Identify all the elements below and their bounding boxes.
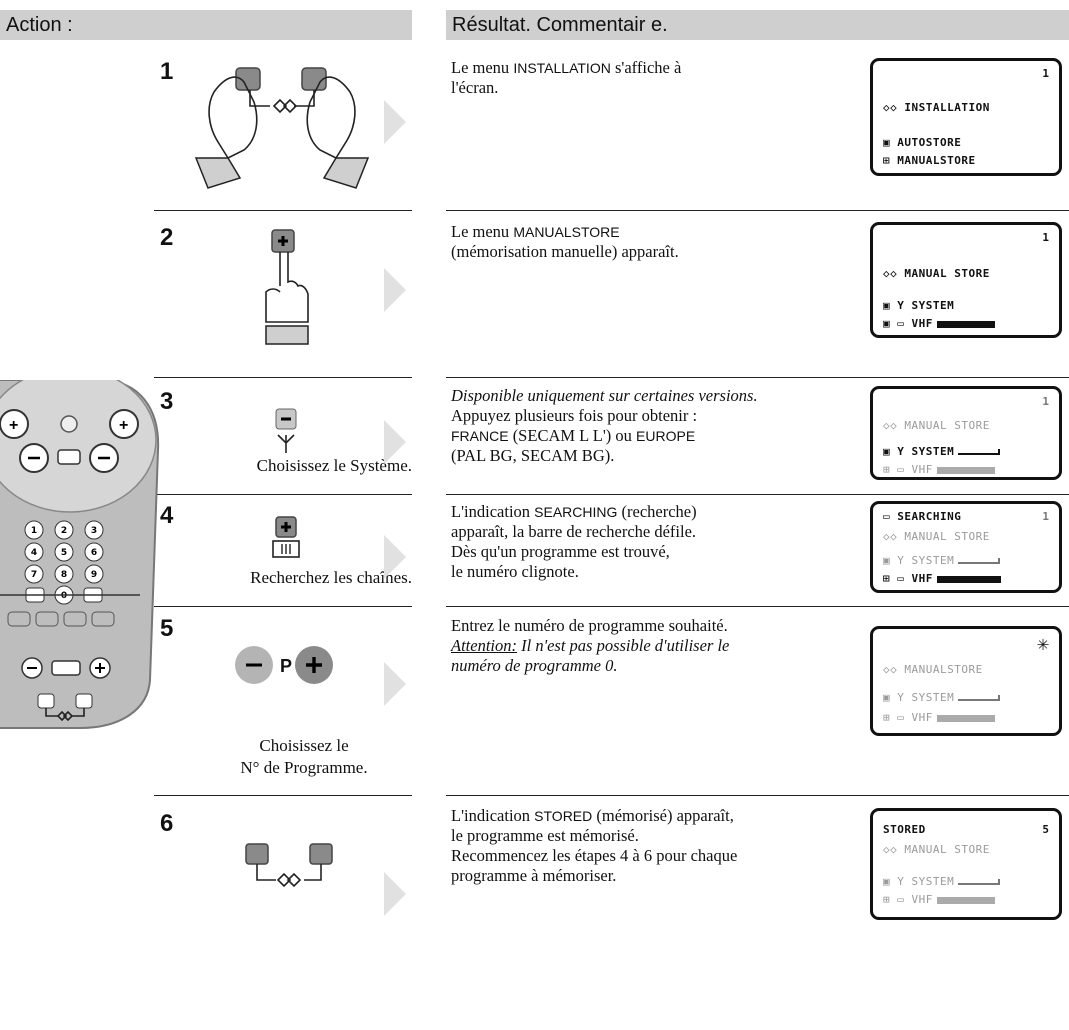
svg-text:+: +: [119, 417, 128, 434]
row-divider: [154, 210, 412, 211]
step-caption: Choisissez le N° de Programme.: [240, 736, 368, 777]
svg-text:4: 4: [31, 548, 37, 558]
arrow-right-icon: [384, 662, 406, 706]
level-bar: [936, 320, 995, 328]
svg-text:5: 5: [61, 548, 67, 558]
step-number: 2: [160, 224, 174, 251]
tv-screen: ▭ SEARCHING 1 ◇◇ MANUAL STORE ▣ Y SYSTEM…: [870, 501, 1062, 593]
text-line: numéro de programme 0.: [451, 656, 618, 675]
svg-text:6: 6: [91, 548, 97, 558]
arrow-right-icon: [384, 535, 406, 579]
row-divider: [154, 494, 412, 495]
svg-text:8: 8: [61, 570, 67, 580]
step-number: 6: [160, 810, 174, 837]
step-number: 1: [160, 58, 174, 85]
svg-text:0: 0: [61, 591, 67, 601]
row-divider: [446, 377, 1069, 378]
tv-screen: 1 ◇◇ MANUAL STORE ▣ Y SYSTEM ▣ ▭ VHF: [870, 222, 1062, 338]
store-keys-icon: [245, 843, 333, 888]
arrow-right-icon: [384, 100, 406, 144]
step-number: 5: [160, 615, 174, 642]
row-divider: [446, 606, 1069, 607]
text-line: Entrez le numéro de programme souhaité.: [451, 616, 728, 635]
text-line: Le menu MANUALSTORE: [451, 222, 620, 241]
step-number: 4: [160, 502, 174, 529]
text-line: (PAL BG, SECAM BG).: [451, 446, 615, 465]
result-column-header: Résultat. Commentair e.: [446, 10, 1069, 40]
step-text: Disponible uniquement sur certaines vers…: [451, 386, 846, 466]
search-progress-bar: [936, 575, 1001, 583]
step-caption: Recherchez les chaînes.: [250, 568, 412, 587]
remote-control-illustration: + + 1 2 3 4 5 6 7 8 9 0: [0, 380, 160, 729]
text-line: Attention: Il n'est pas possible d'utili…: [451, 636, 730, 655]
svg-text:9: 9: [91, 570, 97, 580]
text-line: programme à mémoriser.: [451, 866, 617, 885]
row-divider: [446, 210, 1069, 211]
text-line: L'indication SEARCHING (recherche): [451, 502, 697, 521]
step-caption: Choisissez le Système.: [256, 456, 412, 475]
text-line: Appuyez plusieurs fois pour obtenir :: [451, 406, 698, 425]
row-divider: [154, 795, 412, 796]
tv-screen: 1 ◇◇ INSTALLATION ▣ AUTOSTORE ⊞ MANUALST…: [870, 58, 1062, 176]
minus-key-system-icon: [275, 408, 297, 453]
arrow-right-icon: [384, 420, 406, 464]
text-line: apparaît, la barre de recherche défile.: [451, 522, 697, 541]
svg-text:3: 3: [91, 526, 97, 536]
text-line: L'indication STORED (mémorisé) apparaît,: [451, 806, 734, 825]
text-line: (mémorisation manuelle) apparaît.: [451, 242, 679, 261]
row-divider: [446, 795, 1069, 796]
text-line: Disponible uniquement sur certaines vers…: [451, 386, 758, 405]
svg-text:P: P: [280, 656, 292, 676]
text-line: FRANCE (SECAM L L') ou EUROPE: [451, 426, 696, 445]
row-divider: [154, 606, 412, 607]
hands-pressing-keys-icon: [194, 67, 370, 189]
text-line: le programme est mémorisé.: [451, 826, 639, 845]
text-line: le numéro clignote.: [451, 562, 579, 581]
tv-screen: 1 ◇◇ MANUAL STORE ▣ Y SYSTEM ⊞ ▭ VHF: [870, 386, 1062, 480]
svg-text:+: +: [9, 417, 18, 434]
svg-text:2: 2: [61, 526, 67, 536]
row-divider: [154, 377, 412, 378]
arrow-right-icon: [384, 872, 406, 916]
svg-text:7: 7: [31, 570, 37, 580]
finger-plus-key-icon: [265, 229, 309, 345]
step-text: L'indication STORED (mémorisé) apparaît,…: [451, 806, 846, 886]
text-line: Le menu INSTALLATION s'affiche à: [451, 58, 682, 77]
blinking-number-icon: ✳: [1036, 631, 1049, 655]
plus-key-search-icon: [272, 516, 300, 558]
step-text: Le menu MANUALSTORE(mémorisation manuell…: [451, 222, 846, 262]
tv-screen: STORED 5 ◇◇ MANUAL STORE ▣ Y SYSTEM ⊞ ▭ …: [870, 808, 1062, 920]
text-line: l'écran.: [451, 78, 499, 97]
step-text: L'indication SEARCHING (recherche)appara…: [451, 502, 846, 582]
action-column-header: Action :: [0, 10, 412, 40]
text-line: Recommencez les étapes 4 à 6 pour chaque: [451, 846, 738, 865]
text-line: Dès qu'un programme est trouvé,: [451, 542, 670, 561]
step-number: 3: [160, 388, 174, 415]
step-text: Entrez le numéro de programme souhaité. …: [451, 616, 846, 676]
tv-screen: ✳ ◇◇ MANUALSTORE ▣ Y SYSTEM ⊞ ▭ VHF: [870, 626, 1062, 736]
arrow-right-icon: [384, 268, 406, 312]
svg-text:1: 1: [31, 526, 37, 536]
row-divider: [446, 494, 1069, 495]
program-minus-plus-icon: P: [235, 646, 333, 684]
